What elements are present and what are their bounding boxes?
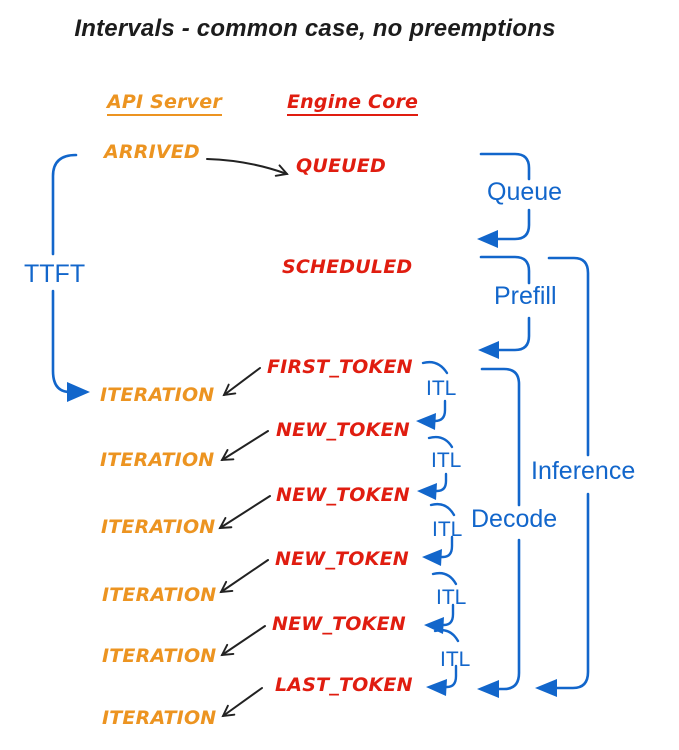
- ttft-bracket-bottom: [51, 289, 72, 394]
- interval-label-itl-5: ITL: [440, 648, 471, 671]
- interval-brackets: [51, 152, 590, 691]
- itl-3-return: [439, 535, 454, 559]
- event-iteration-1: ITERATION: [100, 384, 215, 406]
- itl-2-arrowhead-left: [417, 483, 437, 500]
- queue-bracket-top: [479, 152, 531, 181]
- diagram-title: Intervals - common case, no preemptions: [74, 15, 556, 42]
- queue-bracket-bottom: [495, 208, 531, 241]
- event-new-token-2: NEW_TOKEN: [276, 484, 410, 506]
- interval-label-itl-3: ITL: [432, 518, 463, 541]
- interval-label-prefill: Prefill: [494, 282, 557, 310]
- itl-5-arrowhead-left: [426, 679, 447, 696]
- interval-label-inference: Inference: [531, 457, 636, 485]
- event-queued: QUEUED: [296, 155, 386, 177]
- event-last-token: LAST_TOKEN: [275, 674, 413, 696]
- event-new-token-1: NEW_TOKEN: [276, 419, 410, 441]
- blue-arrowheads: [67, 230, 557, 698]
- itl-2-curve: [427, 435, 454, 449]
- prefill-arrowhead-left: [478, 341, 499, 359]
- interval-label-itl-2: ITL: [431, 449, 462, 472]
- event-first-token: FIRST_TOKEN: [267, 356, 413, 378]
- itl-4-arrowhead-left: [424, 617, 444, 634]
- arrow-last-token-to-iteration-6: [221, 687, 263, 718]
- event-new-token-3: NEW_TOKEN: [275, 548, 409, 570]
- inference-arrowhead-left: [535, 679, 557, 697]
- arrow-new-token-1-to-iteration-2: [220, 430, 269, 462]
- arrow-new-token-3-to-iteration-4: [219, 559, 269, 594]
- arrow-first-token-to-iteration-1: [222, 367, 261, 397]
- event-iteration-2: ITERATION: [100, 449, 215, 471]
- arrow-arrived-to-queued: [206, 158, 289, 177]
- decode-bracket-bottom: [497, 538, 521, 691]
- decode-bracket-top: [480, 367, 521, 507]
- inference-bracket-bottom: [555, 492, 590, 690]
- event-iteration-3: ITERATION: [101, 516, 216, 538]
- itl-1-curve: [421, 360, 449, 375]
- interval-label-ttft: TTFT: [24, 260, 86, 288]
- itl-4-return: [440, 603, 455, 627]
- event-scheduled: SCHEDULED: [282, 256, 413, 278]
- interval-label-queue: Queue: [487, 178, 563, 206]
- itl-1-arrowhead-left: [416, 413, 436, 430]
- itl-3-curve: [429, 502, 456, 517]
- ttft-arrowhead-right: [67, 382, 90, 402]
- event-arrived: ARRIVED: [104, 141, 200, 163]
- interval-label-itl-4: ITL: [436, 586, 467, 609]
- column-header-engine-core: Engine Core: [287, 92, 419, 116]
- itl-4-curve: [431, 571, 458, 586]
- ttft-bracket-top: [51, 153, 78, 256]
- itl-5-return: [443, 664, 458, 689]
- itl-hooks: [421, 360, 460, 689]
- itl-2-return: [434, 472, 448, 493]
- event-new-token-4: NEW_TOKEN: [272, 613, 406, 635]
- decode-arrowhead-left: [477, 680, 499, 698]
- event-iteration-4: ITERATION: [102, 584, 217, 606]
- black-event-arrows: [206, 158, 289, 718]
- prefill-bracket-bottom: [497, 316, 531, 352]
- column-header-api-server: API Server: [107, 92, 222, 116]
- arrow-new-token-2-to-iteration-3: [218, 495, 271, 530]
- queue-arrowhead-left: [477, 230, 498, 248]
- arrow-new-token-4-to-iteration-5: [220, 625, 266, 657]
- interval-label-itl-1: ITL: [426, 377, 457, 400]
- interval-label-decode: Decode: [471, 505, 558, 533]
- event-iteration-5: ITERATION: [102, 645, 217, 667]
- prefill-bracket-top: [479, 255, 531, 285]
- inference-bracket-top: [547, 256, 590, 457]
- event-iteration-6: ITERATION: [102, 707, 217, 729]
- itl-3-arrowhead-left: [422, 549, 442, 566]
